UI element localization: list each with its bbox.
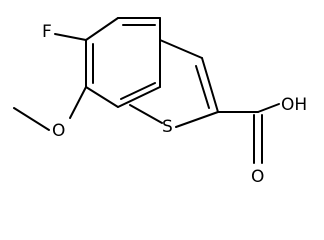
- bond-c3-c2-inner: [195, 65, 210, 109]
- bond-c7-o: [69, 86, 87, 119]
- benzene-ring: [85, 17, 161, 108]
- atom-oxygen-methoxy: O: [52, 121, 65, 141]
- bond-c7a-c3a: [117, 86, 161, 108]
- bond-c2-s: [175, 111, 219, 128]
- bond-c7a-c3a-inner: [120, 82, 156, 100]
- bond-c5-c6: [85, 17, 119, 41]
- bond-o-ch3: [13, 107, 50, 131]
- atom-sulfur: S: [162, 117, 173, 137]
- atom-hydroxyl: OH: [281, 95, 307, 115]
- bond-s-c7a: [129, 104, 163, 124]
- bond-c-oh: [257, 103, 280, 113]
- molecule-structure: F O S OH O: [13, 17, 307, 187]
- atom-fluorine: F: [42, 22, 52, 42]
- substituents: [13, 33, 280, 164]
- thiophene-ring: [129, 39, 219, 128]
- bond-c7-c7a: [85, 86, 119, 108]
- atom-oxygen-carbonyl: O: [251, 167, 264, 187]
- bond-c3a-c3: [159, 39, 203, 59]
- bond-c3-c2: [201, 57, 219, 113]
- bond-c6-f: [54, 33, 87, 41]
